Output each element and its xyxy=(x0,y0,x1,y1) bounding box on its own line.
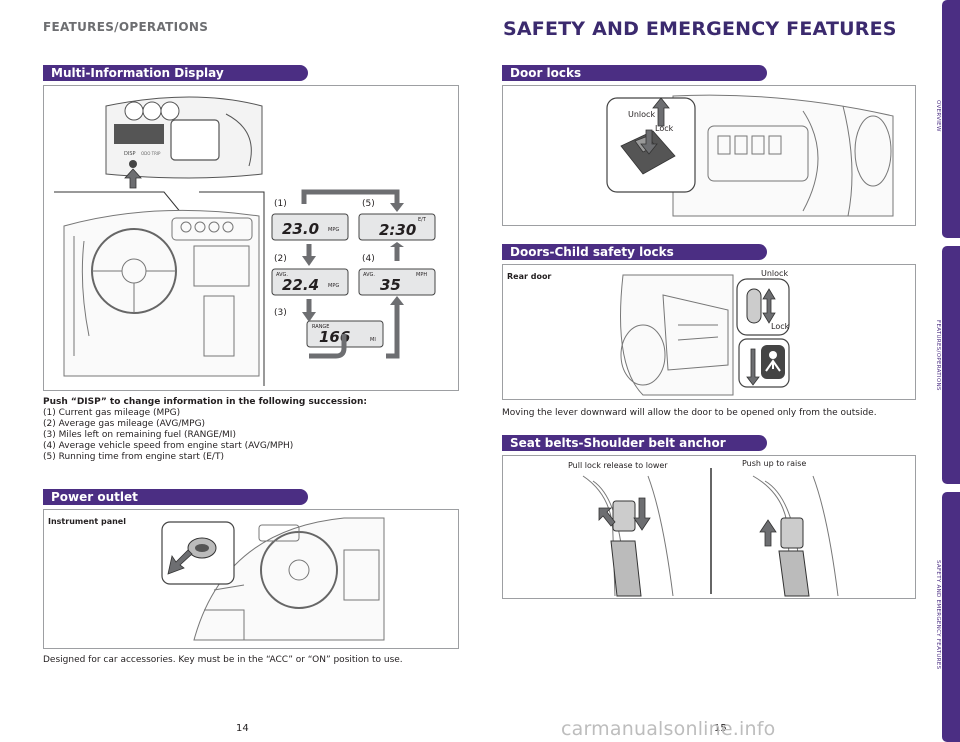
mid-item-3: (3) Miles left on remaining fuel (RANGE/… xyxy=(43,430,236,440)
left-belt xyxy=(610,540,642,597)
page-number-left: 14 xyxy=(236,723,249,734)
rear-door-illustration xyxy=(620,274,734,396)
child-locks-caption: Moving the lever downward will allow the… xyxy=(502,408,877,418)
power-panel-label: Instrument panel xyxy=(48,517,126,526)
multi-info-svg: DISP ODO TRIP (1) 23.0 MPG (2) xyxy=(54,96,436,386)
screen-id-4: (4) xyxy=(362,254,375,264)
screen-value-4: 35 xyxy=(380,276,401,294)
side-label-safety: SAFETY AND EMERGENCY FEATURES xyxy=(935,560,941,670)
door-locks-illustration: Unlock Lock xyxy=(502,85,916,226)
power-outlet-illustration: Instrument panel xyxy=(43,509,459,649)
lower-arrow-icon xyxy=(633,497,651,531)
mid-item-4: (4) Average vehicle speed from engine st… xyxy=(43,441,294,451)
unlock-arrow-icon xyxy=(652,97,670,127)
mid-intro: Push “DISP” to change information in the… xyxy=(43,397,367,407)
mid-item-5: (5) Running time from engine start (E/T) xyxy=(43,452,224,462)
push-up-label: Push up to raise xyxy=(742,459,807,468)
section-title-child-locks: Doors-Child safety locks xyxy=(502,244,767,260)
right-belt xyxy=(778,550,810,597)
side-tab-strip xyxy=(942,0,960,742)
section-title-multi-info: Multi-Information Display xyxy=(43,65,308,81)
disp-button-label: DISP xyxy=(124,151,136,157)
page-title: SAFETY AND EMERGENCY FEATURES xyxy=(503,18,897,40)
lever-direction-arrow-icon xyxy=(762,288,776,324)
tab-features-operations[interactable] xyxy=(942,246,960,484)
mid-item-1: (1) Current gas mileage (MPG) xyxy=(43,408,181,418)
child-locks-illustration: Rear door Unlock Lock xyxy=(502,264,916,400)
display-screen-5: (5) E/T 2:30 xyxy=(358,199,436,241)
dashboard-illustration xyxy=(63,209,260,377)
power-outlet-svg xyxy=(161,517,385,641)
sequence-arrowheads xyxy=(302,203,404,322)
door-unlock-label: Unlock xyxy=(628,110,655,119)
squeeze-arrow-icon xyxy=(598,507,616,527)
watermark: carmanualsonline.info xyxy=(561,718,776,740)
screen-id-1: (1) xyxy=(274,199,287,209)
door-lock-label: Lock xyxy=(655,124,674,133)
trip-button-label: ODO TRIP xyxy=(141,151,161,156)
screen-value-1: 23.0 xyxy=(282,220,319,238)
screen-top-2: AVG. xyxy=(276,272,288,278)
lock-arrow-icon xyxy=(640,129,658,155)
child-unlock-label: Unlock xyxy=(761,269,788,278)
section-title-power-outlet: Power outlet xyxy=(43,489,308,505)
screen-unit-4: MPH xyxy=(416,272,427,278)
child-lock-lever xyxy=(746,288,762,324)
tab-overview[interactable] xyxy=(942,0,960,238)
tab-safety-emergency[interactable] xyxy=(942,492,960,742)
screen-top-5: E/T xyxy=(418,217,427,223)
seat-belts-svg xyxy=(582,468,839,597)
screen-unit-2: MPG xyxy=(328,283,339,289)
seat-belts-illustration: Pull lock release to lower Push up to ra… xyxy=(502,455,916,599)
right-anchor xyxy=(780,517,804,549)
display-screen-2: (2) AVG. 22.4 MPG xyxy=(271,254,349,296)
section-title-seat-belts: Seat belts-Shoulder belt anchor xyxy=(502,435,767,451)
screen-value-2: 22.4 xyxy=(282,276,319,294)
screen-top-4: AVG. xyxy=(363,272,375,278)
dashboard-lower-illustration xyxy=(193,517,385,641)
display-screen-4: (4) AVG. 35 MPH xyxy=(358,254,436,296)
display-screen-1: (1) 23.0 MPG xyxy=(271,199,349,241)
door-panel-illustration xyxy=(672,94,894,217)
sequence-arrows xyxy=(306,189,400,359)
mid-item-2: (2) Average gas mileage (AVG/MPG) xyxy=(43,419,206,429)
screen-unit-1: MPG xyxy=(328,227,339,233)
meter-cluster: DISP ODO TRIP xyxy=(105,96,263,179)
screen-id-3: (3) xyxy=(274,308,287,318)
side-label-features: FEATURES/OPERATIONS xyxy=(935,320,941,391)
display-screen-3: (3) RANGE 166 MI xyxy=(274,308,384,348)
page-section-header: FEATURES/OPERATIONS xyxy=(43,20,209,34)
page-number-right: 15 xyxy=(714,723,727,734)
screen-value-5: 2:30 xyxy=(379,221,416,239)
screen-unit-3: MI xyxy=(370,337,376,343)
door-locks-svg: Unlock Lock xyxy=(606,94,894,217)
left-anchor xyxy=(612,500,636,532)
child-locks-svg: Unlock Lock xyxy=(620,269,790,396)
open-arrow-icon xyxy=(167,549,193,575)
raise-arrow-icon xyxy=(759,519,777,547)
section-title-door-locks: Door locks xyxy=(502,65,767,81)
rear-door-label: Rear door xyxy=(507,272,552,281)
screen-id-5: (5) xyxy=(362,199,375,209)
child-lock-label: Lock xyxy=(771,322,790,331)
side-label-overview: OVERVIEW xyxy=(935,100,941,132)
pull-lock-label: Pull lock release to lower xyxy=(568,461,668,470)
multi-info-illustration: DISP ODO TRIP (1) 23.0 MPG (2) xyxy=(43,85,459,391)
push-arrow-icon xyxy=(124,168,142,189)
screen-top-3: RANGE xyxy=(312,324,329,330)
down-arrow-icon xyxy=(746,348,760,386)
screen-id-2: (2) xyxy=(274,254,287,264)
power-caption: Designed for car accessories. Key must b… xyxy=(43,655,403,665)
